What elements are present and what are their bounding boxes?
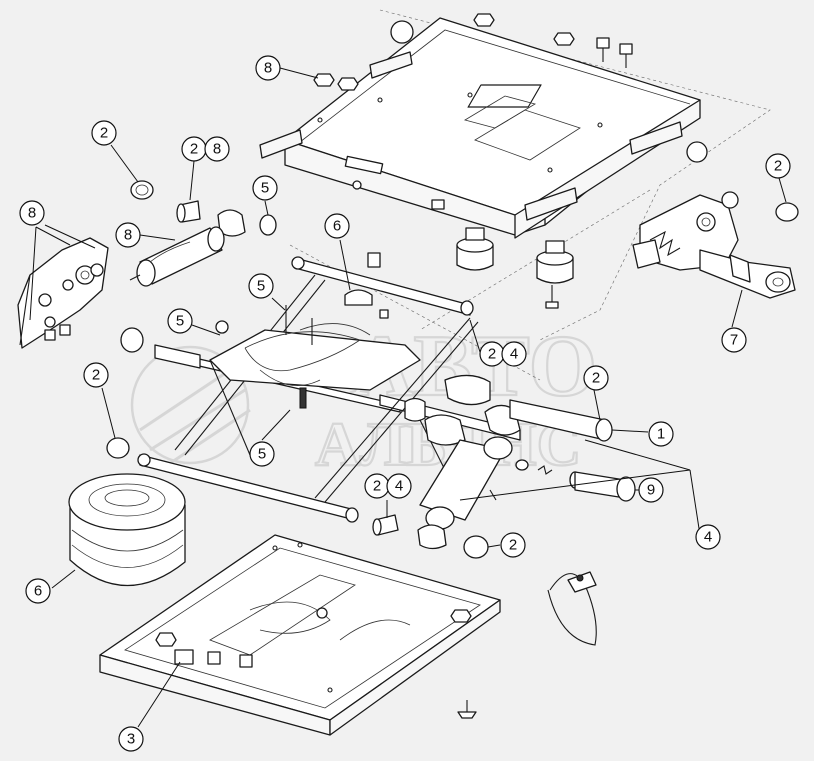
callout-4-c: 4: [695, 524, 721, 550]
side-bracket: [17, 237, 109, 349]
pivot-shaft: [459, 399, 701, 536]
wiring-cable: [547, 571, 597, 646]
callout-label: 2: [592, 370, 600, 387]
callout-2-d: 2: [765, 153, 791, 179]
left-bushings: [129, 180, 277, 287]
callout-label: 6: [333, 218, 341, 235]
leader-lines: [29, 67, 787, 728]
callout-5-a: 5: [252, 175, 278, 201]
callout-label: 6: [34, 583, 42, 600]
callout-label: 2: [509, 537, 517, 554]
top-mounting-plate: [259, 17, 708, 239]
callout-label: 9: [647, 482, 655, 499]
callout-label: 8: [124, 227, 132, 244]
callout-4-a: 4: [501, 341, 527, 367]
height-adjust-actuator: [632, 191, 799, 299]
callout-label: 2: [488, 346, 496, 363]
callout-2-c: 2: [479, 341, 505, 367]
callout-label: 4: [395, 478, 403, 495]
callout-6-b: 6: [25, 578, 51, 604]
callout-label: 7: [730, 332, 738, 349]
callout-label: 4: [704, 529, 712, 546]
callout-2-right: 2: [583, 365, 609, 391]
callout-label: 2: [774, 158, 782, 175]
callout-2-a: 2: [91, 120, 117, 146]
callout-label: 2: [190, 141, 198, 158]
callout-9: 9: [638, 477, 664, 503]
callout-2-left: 2: [83, 362, 109, 388]
callout-2-f: 2: [500, 532, 526, 558]
callout-label: 2: [92, 367, 100, 384]
scissor-frame: [120, 252, 521, 523]
callout-label: 4: [510, 346, 518, 363]
bottom-base-frame: [99, 534, 501, 736]
callout-4-b: 4: [386, 473, 412, 499]
callout-label: 5: [261, 180, 269, 197]
callout-label: 8: [28, 205, 36, 222]
callout-5-d: 5: [249, 441, 275, 467]
callout-label: 5: [176, 313, 184, 330]
callout-1: 1: [648, 421, 674, 447]
callout-label: 3: [127, 731, 135, 748]
callout-2-e: 2: [364, 473, 390, 499]
callout-7: 7: [721, 327, 747, 353]
lower-center-parts: [106, 374, 553, 559]
callout-3: 3: [118, 726, 144, 752]
callout-2-b: 2: [181, 136, 207, 162]
callout-8-b: 8: [204, 136, 230, 162]
callout-6-a: 6: [324, 213, 350, 239]
top-fasteners: [313, 13, 633, 91]
callout-8-c: 8: [115, 222, 141, 248]
callout-5-b: 5: [248, 273, 274, 299]
cushion-bellows: [68, 473, 186, 587]
callout-label: 5: [258, 446, 266, 463]
callout-5-c: 5: [167, 308, 193, 334]
callout-label: 5: [257, 278, 265, 295]
callout-label: 8: [213, 141, 221, 158]
callout-label: 8: [264, 60, 272, 77]
callout-label: 2: [373, 478, 381, 495]
watermark-logo: [130, 345, 250, 465]
callout-8-left: 8: [19, 200, 45, 226]
rubber-mounts: [456, 227, 574, 309]
callout-label: 1: [657, 426, 665, 443]
callout-8-top: 8: [255, 55, 281, 81]
callout-label: 2: [100, 125, 108, 142]
